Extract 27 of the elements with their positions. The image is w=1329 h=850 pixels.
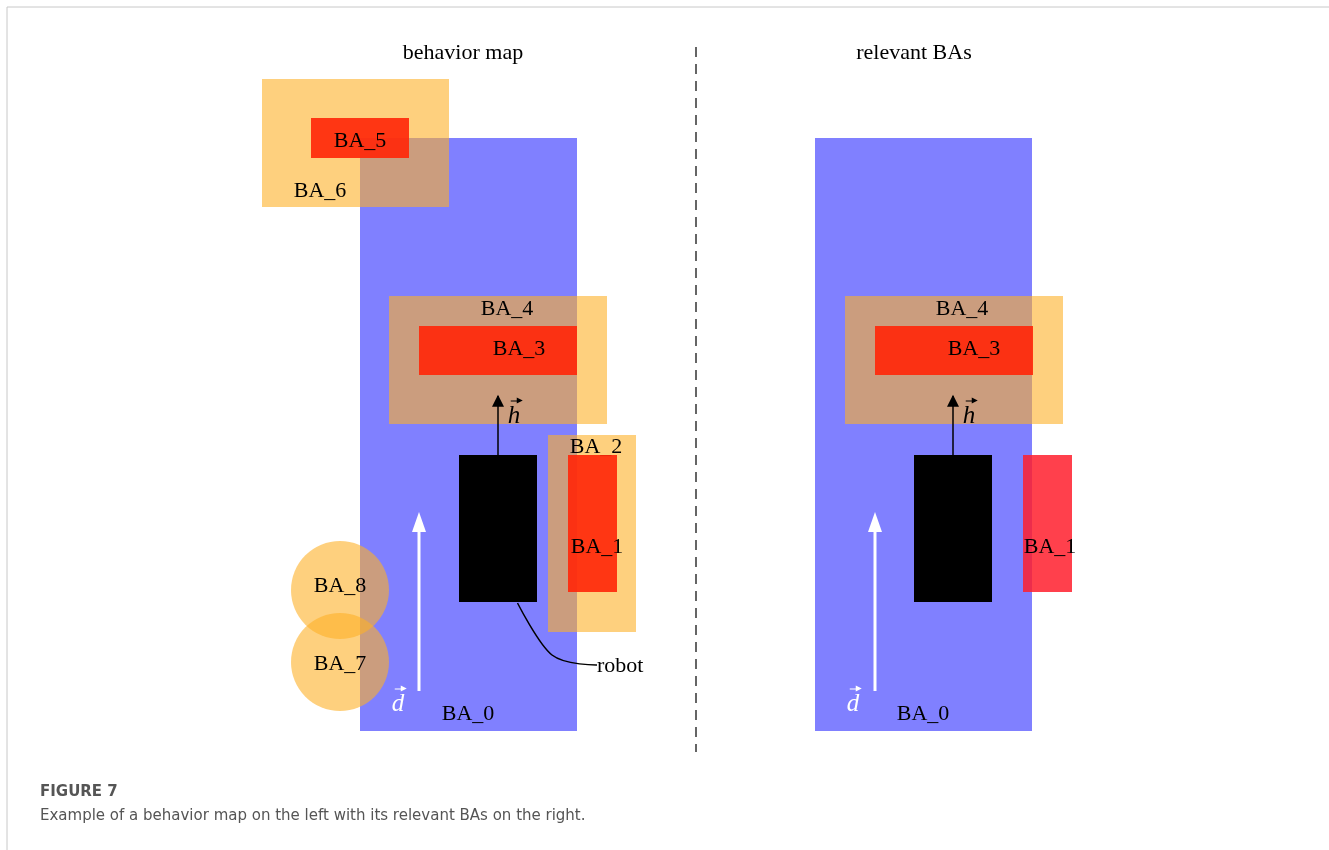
area-label: BA_4 (480, 297, 534, 319)
figure-number: FIGURE 7 (40, 784, 118, 799)
area-label: BA_5 (333, 129, 387, 151)
area-label: BA_2 (569, 435, 623, 457)
behavior-area (419, 326, 577, 375)
behavior-area (845, 296, 1063, 424)
area-label: BA_4 (935, 297, 989, 319)
area-label: BA_3 (947, 337, 1001, 359)
behavior-area (548, 435, 636, 632)
panel-heading: relevant BAs (856, 41, 972, 63)
area-label: BA_6 (293, 179, 347, 201)
area-label: BA_8 (313, 574, 367, 596)
behavior-area (875, 326, 1033, 375)
area-label: BA_7 (313, 652, 367, 674)
callout-text: robot (597, 652, 657, 678)
arrow (947, 394, 959, 456)
arrow (492, 394, 504, 456)
robot-body (459, 455, 537, 602)
figure-caption: Example of a behavior map on the left with its relevant BAs on the right. (40, 808, 586, 823)
area-label: BA_3 (492, 337, 546, 359)
behavior-area (389, 296, 607, 424)
area-label: BA_0 (441, 702, 495, 724)
behavior-area (311, 118, 409, 158)
robot-body (914, 455, 992, 602)
leader-line (516, 602, 598, 666)
panel-heading: behavior map (402, 41, 524, 63)
area-label: BA_0 (896, 702, 950, 724)
